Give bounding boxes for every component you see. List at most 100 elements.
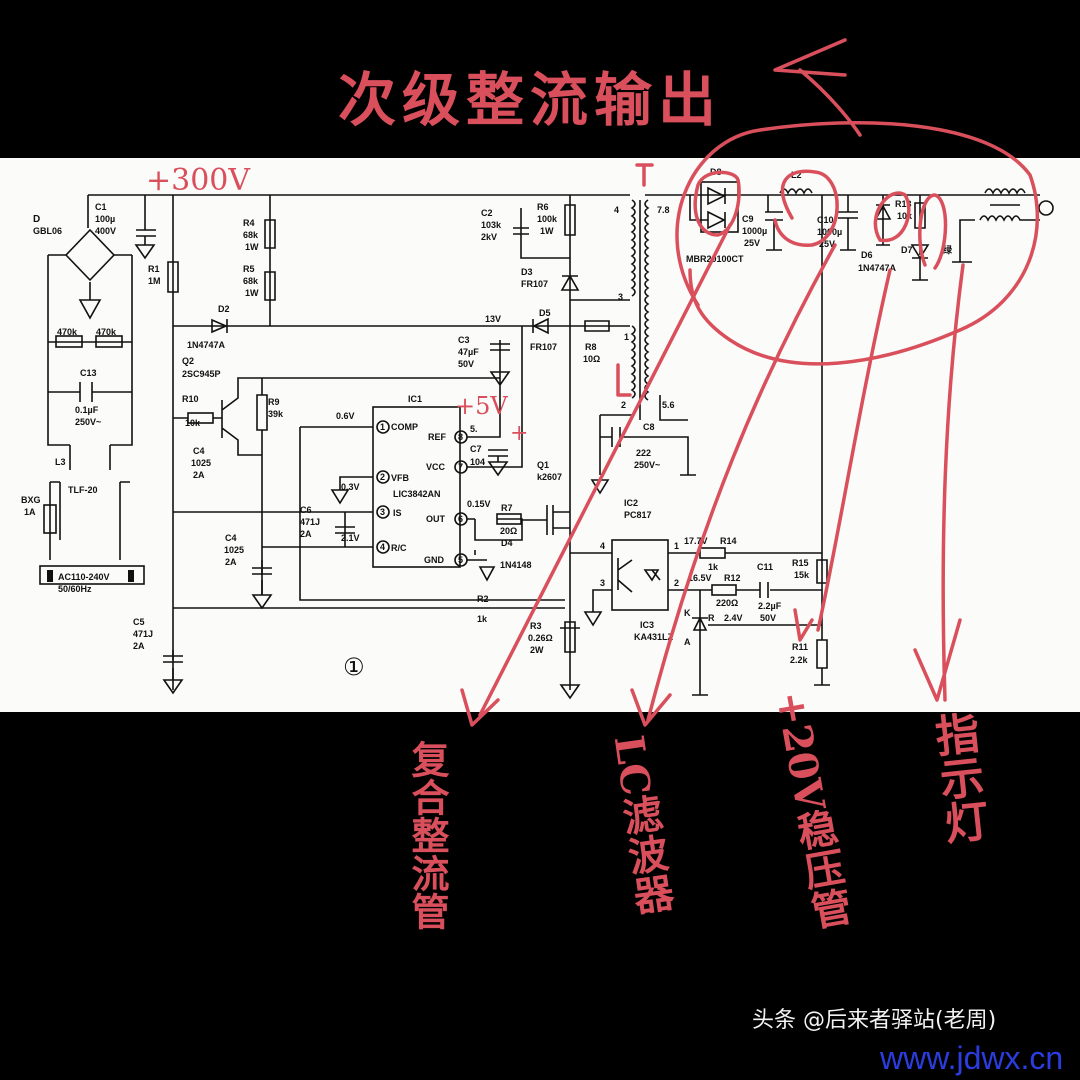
label-d3-part: FR107 bbox=[521, 279, 548, 289]
label-r10: R10 bbox=[182, 394, 199, 404]
ic1-label-comp: COMP bbox=[391, 422, 418, 432]
v5-plus-annotation: + bbox=[510, 421, 528, 446]
label-c8: C8 bbox=[643, 422, 655, 432]
label-d6: D6 bbox=[861, 250, 873, 260]
label-d5: D5 bbox=[539, 308, 551, 318]
label-c13-val: 0.1µF bbox=[75, 405, 99, 415]
label-r5-w: 1W bbox=[245, 288, 259, 298]
label-r1-val: 1M bbox=[148, 276, 161, 286]
label-d7-color: 绿 bbox=[943, 244, 953, 255]
label-c2: C2 bbox=[481, 208, 493, 218]
label-c4b: C4 bbox=[225, 533, 237, 543]
ic1-volt-rc: 2.1V bbox=[341, 533, 360, 543]
label-indicator: 指示灯 bbox=[925, 709, 990, 847]
ic1-volt-out: 0.15V bbox=[467, 499, 491, 509]
label-c6: C6 bbox=[300, 505, 312, 515]
label-r6: R6 bbox=[537, 202, 549, 212]
label-r3-val: 0.26Ω bbox=[528, 633, 553, 643]
label-r13-val: 10k bbox=[897, 211, 913, 221]
ic1-volt-comp: 0.6V bbox=[336, 411, 355, 421]
label-470k-b: 470k bbox=[96, 327, 117, 337]
label-r13: R13 bbox=[895, 199, 912, 209]
label-c4b-val: 1025 bbox=[224, 545, 244, 555]
ic1-pin-6: 6 bbox=[458, 514, 463, 524]
label-c8-val: 222 bbox=[636, 448, 651, 458]
label-ac-freq: 50/60Hz bbox=[58, 584, 92, 594]
label-l3-part: TLF-20 bbox=[68, 485, 98, 495]
schematic-sheet bbox=[0, 158, 1080, 712]
label-c9: C9 bbox=[742, 214, 754, 224]
ic1-label-out: OUT bbox=[426, 514, 446, 524]
wiring bbox=[39, 181, 1054, 700]
label-d2-part: 1N4747A bbox=[187, 340, 226, 350]
label-d4-part: 1N4148 bbox=[500, 560, 532, 570]
label-c8-volt: 250V~ bbox=[634, 460, 660, 470]
label-c1-volt: 400V bbox=[95, 226, 116, 236]
label-c1-val: 100µ bbox=[95, 214, 115, 224]
label-c2-volt: 2kV bbox=[481, 232, 497, 242]
ic3-pin-k: K bbox=[684, 608, 691, 618]
ic2-pin-1: 1 bbox=[674, 541, 679, 551]
label-d3: D3 bbox=[521, 267, 533, 277]
label-c7: C7 bbox=[470, 444, 482, 454]
tx-pin-78: 7.8 bbox=[657, 205, 670, 215]
label-c6-amp: 2A bbox=[300, 529, 312, 539]
label-r11-val: 2.2k bbox=[790, 655, 809, 665]
ic1-label-is: IS bbox=[393, 508, 402, 518]
ic1-pin-5: 5 bbox=[458, 555, 463, 565]
label-r15-val: 15k bbox=[794, 570, 810, 580]
label-c4a-amp: 2A bbox=[193, 470, 205, 480]
ic1-label-vfb: VFB bbox=[391, 473, 410, 483]
ic1-label-ref: REF bbox=[428, 432, 447, 442]
label-q2: Q2 bbox=[182, 356, 194, 366]
arrow-indicator bbox=[913, 263, 965, 702]
ic1-pin-3: 3 bbox=[380, 507, 385, 517]
label-r6-val: 100k bbox=[537, 214, 558, 224]
label-r12: R12 bbox=[724, 573, 741, 583]
label-r4: R4 bbox=[243, 218, 255, 228]
ic3-pin-r: R bbox=[708, 613, 715, 623]
label-r6-w: 1W bbox=[540, 226, 554, 236]
arrow-zener bbox=[793, 268, 892, 642]
transformer-marks bbox=[616, 163, 654, 397]
ic3-pin-a: A bbox=[684, 637, 691, 647]
ic1-label-gnd: GND bbox=[424, 555, 445, 565]
label-d6-part: 1N4747A bbox=[858, 263, 897, 273]
label-r4-val: 68k bbox=[243, 230, 259, 240]
ic2-pin-2: 2 bbox=[674, 578, 679, 588]
label-r14-volt: 17.7V bbox=[684, 536, 708, 546]
label-r2: R2 bbox=[477, 594, 489, 604]
label-c11-val: 2.2µF bbox=[758, 601, 782, 611]
ic1-volt-ref: 5. bbox=[470, 424, 478, 434]
label-ic3: IC3 bbox=[640, 620, 654, 630]
label-l3: L3 bbox=[55, 457, 66, 467]
label-ic1-part: LIC3842AN bbox=[393, 489, 441, 499]
title-arrow-mark bbox=[773, 38, 862, 137]
label-d: D bbox=[33, 214, 40, 225]
tx-pin-1: 1 bbox=[624, 332, 629, 342]
site-watermark: www.jdwx.cn bbox=[880, 1040, 1064, 1076]
label-r14: R14 bbox=[720, 536, 737, 546]
label-r3: R3 bbox=[530, 621, 542, 631]
label-d7: D7 bbox=[901, 245, 913, 255]
ic1-label-vcc: VCC bbox=[426, 462, 446, 472]
label-d-part: GBL06 bbox=[33, 226, 62, 236]
label-c3-volt: 50V bbox=[458, 359, 474, 369]
ic1-pin-8: 8 bbox=[458, 432, 463, 442]
label-d4: D4 bbox=[501, 538, 513, 548]
ic1-pin-4: 4 bbox=[380, 542, 385, 552]
label-2-4v: 2.4V bbox=[724, 613, 743, 623]
d8-circle-mark bbox=[693, 170, 741, 237]
label-r8: R8 bbox=[585, 342, 597, 352]
arrow-rectifier bbox=[460, 223, 732, 727]
label-c5-val: 471J bbox=[133, 629, 153, 639]
ic1-pins: 1 2 3 4 5 6 7 8 COMP VFB IS R/C GND OUT … bbox=[336, 411, 491, 567]
label-470k-a: 470k bbox=[57, 327, 78, 337]
ic1-volt-is: 0.3V bbox=[341, 482, 360, 492]
label-d8-part: MBR20100CT bbox=[686, 254, 744, 264]
label-c11-volt: 50V bbox=[760, 613, 776, 623]
label-c10: C10 bbox=[817, 215, 834, 225]
label-d5-part: FR107 bbox=[530, 342, 557, 352]
tx-pin-2: 2 bbox=[621, 400, 626, 410]
